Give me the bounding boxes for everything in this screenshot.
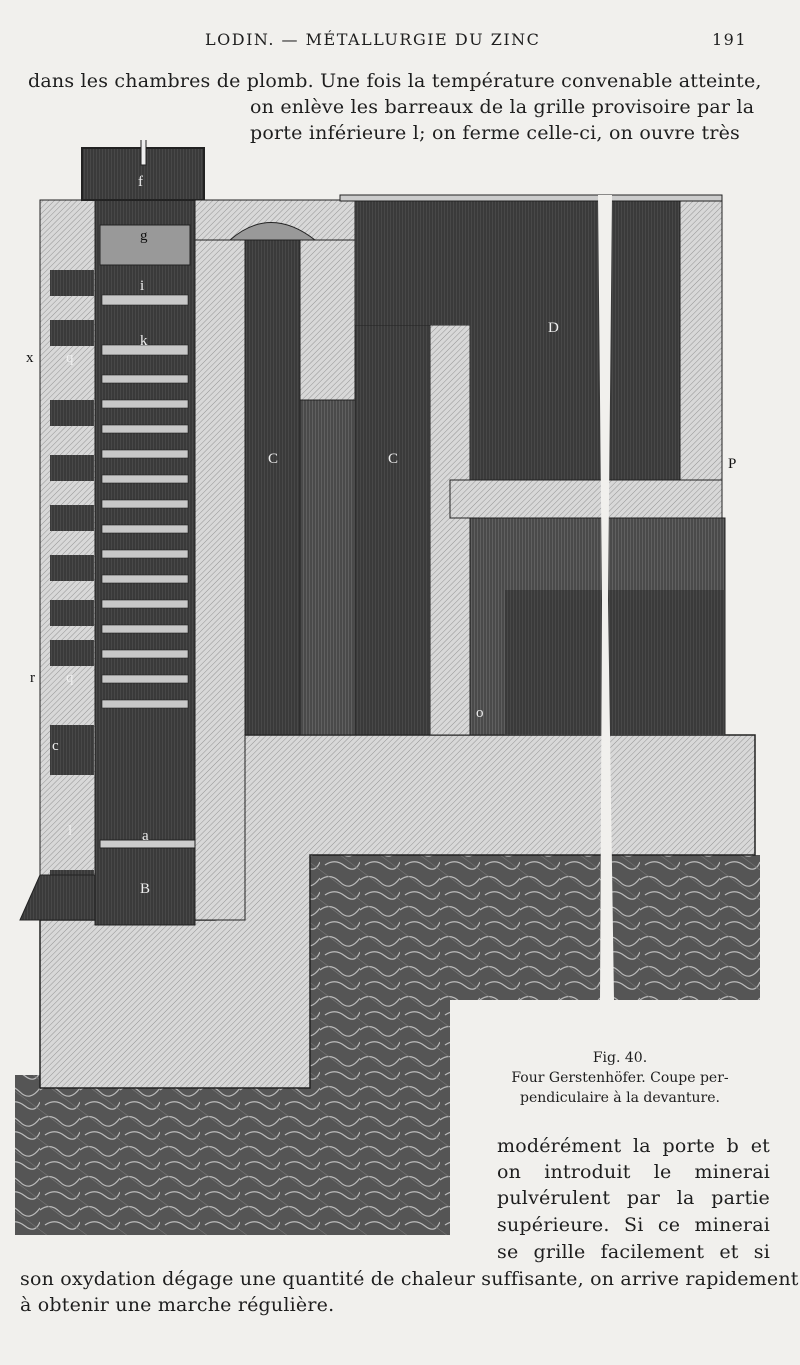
figure-label: i (140, 278, 144, 294)
body-line: dans les chambres de plomb. Une fois la … (28, 70, 762, 92)
figure-label: C (268, 451, 278, 467)
figure-label: r (30, 670, 35, 686)
figure-label: q (66, 350, 74, 366)
figure-label: q (66, 670, 74, 686)
foundation-ground (15, 855, 760, 1235)
figure-label: k (140, 333, 148, 349)
figure-label: a (142, 828, 149, 844)
figure-number: Fig. 40. (592, 1050, 648, 1066)
furnace-cross-section-illustration: A f g i k q x C C D P o r q c l a B (15, 140, 760, 1235)
figure-label: g (140, 228, 148, 244)
body-line: son oxydation dégage une quantité de cha… (20, 1268, 799, 1290)
body-line: on enlève les barreaux de la grille prov… (250, 96, 755, 118)
body-line: supérieure. Si ce minerai (497, 1214, 770, 1236)
figure-label: B (140, 881, 150, 897)
figure-label: c (52, 738, 59, 754)
page-number: 191 (712, 30, 748, 49)
body-line: modérément la porte b et (497, 1135, 770, 1157)
body-line: on introduit le minerai (497, 1161, 770, 1183)
figure-label: l (68, 823, 72, 839)
figure-caption-line: Four Gerstenhöfer. Coupe per- (511, 1070, 729, 1086)
figure-label: P (728, 456, 736, 472)
body-line: porte inférieure l; on ferme celle-ci, o… (250, 122, 740, 144)
figure-label: C (388, 451, 398, 467)
running-title: LODIN. — MÉTALLURGIE DU ZINC (205, 30, 541, 49)
figure-label: D (548, 320, 559, 336)
body-line: se grille facilement et si (497, 1241, 770, 1263)
body-line: à obtenir une marche régulière. (20, 1294, 335, 1316)
figure-caption-line: pendiculaire à la devanture. (520, 1090, 720, 1106)
figure-label: o (476, 705, 484, 721)
figure-label: x (26, 350, 34, 366)
figure-label: f (138, 174, 143, 190)
body-line: pulvérulent par la partie (497, 1187, 770, 1209)
